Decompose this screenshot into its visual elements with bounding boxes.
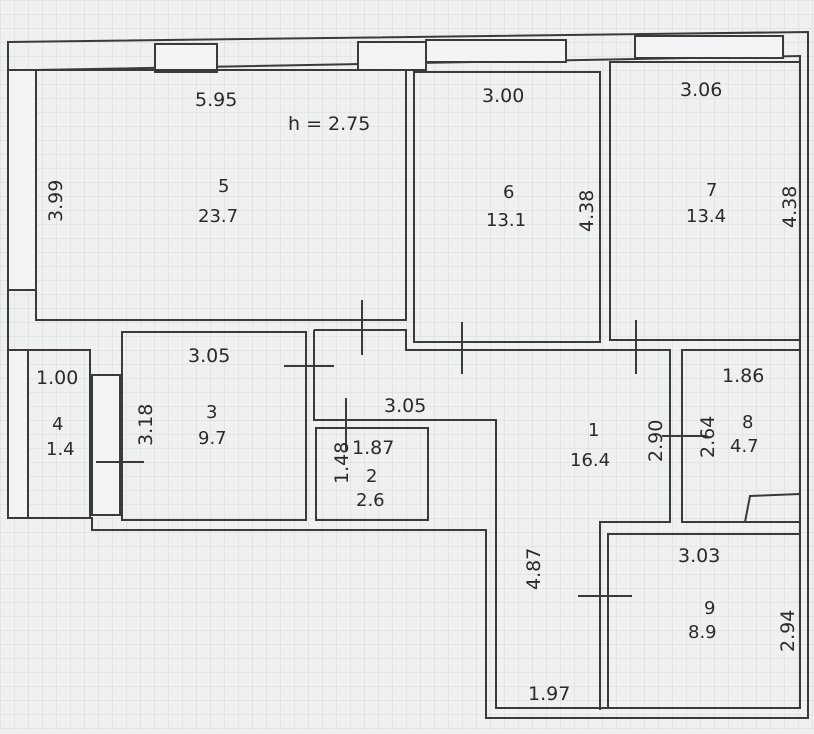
room-2-area: 2.6 (356, 490, 385, 511)
window-top-2 (357, 41, 427, 71)
room-3-height: 3.18 (135, 404, 157, 446)
room-9-area: 8.9 (688, 622, 717, 643)
room-7-area: 13.4 (686, 206, 726, 227)
room-8-width: 1.86 (722, 365, 764, 387)
room-2-width: 1.87 (352, 437, 394, 459)
room-6-height: 4.38 (576, 190, 598, 232)
room-7-number: 7 (706, 180, 717, 201)
room-5-width: 5.95 (195, 89, 237, 111)
room-5-area: 23.7 (198, 206, 238, 227)
room-8-height: 2.64 (697, 416, 719, 458)
room-1-number: 1 (588, 420, 599, 441)
room-7-walls (609, 61, 801, 341)
extra-dimension: 1.97 (528, 683, 570, 705)
room-7-height: 4.38 (779, 186, 801, 228)
window-balcony (7, 349, 29, 519)
room-1-height: 2.90 (645, 420, 667, 462)
room-3-number: 3 (206, 402, 217, 423)
room-1-area: 16.4 (570, 450, 610, 471)
room-5-number: 5 (218, 176, 229, 197)
room-6-number: 6 (503, 182, 514, 203)
room-1-length: 4.87 (523, 548, 545, 590)
walls (7, 30, 809, 719)
room-9-walls (607, 533, 801, 709)
room-4-width: 1.00 (36, 367, 78, 389)
room-9-width: 3.03 (678, 545, 720, 567)
ceiling-height: h = 2.75 (288, 113, 370, 135)
room-8-stair (744, 493, 801, 523)
room-6-area: 13.1 (486, 210, 526, 231)
room-9-number: 9 (704, 598, 715, 619)
labels: h = 2.75 5.95 3.99 5 23.7 3.00 4.38 6 13… (36, 79, 801, 705)
room-2-number: 2 (366, 466, 377, 487)
window-top-4 (634, 35, 784, 59)
window-top-3 (425, 39, 567, 63)
room-2-walls (315, 427, 429, 521)
window-left (7, 69, 37, 291)
room-7-width: 3.06 (680, 79, 722, 101)
room-4-area: 1.4 (46, 439, 75, 460)
room-3-width: 3.05 (188, 345, 230, 367)
room-4-door (91, 374, 121, 516)
room-5-walls (35, 69, 407, 321)
window-top-1 (154, 43, 218, 73)
room-1-width: 3.05 (384, 395, 426, 417)
corridor-wall (313, 330, 497, 522)
room-4-number: 4 (52, 414, 63, 435)
room-2-height: 1.48 (331, 442, 353, 484)
room-4-walls (27, 349, 91, 519)
room-8-number: 8 (742, 412, 753, 433)
room-8-area: 4.7 (730, 436, 759, 457)
room-3-area: 9.7 (198, 428, 227, 449)
room-6-width: 3.00 (482, 85, 524, 107)
room-5-height: 3.99 (45, 180, 67, 222)
room-3-walls (121, 331, 307, 521)
room-6-walls (413, 71, 601, 343)
room-9-height: 2.94 (777, 610, 799, 652)
room-1-walls (314, 329, 671, 710)
